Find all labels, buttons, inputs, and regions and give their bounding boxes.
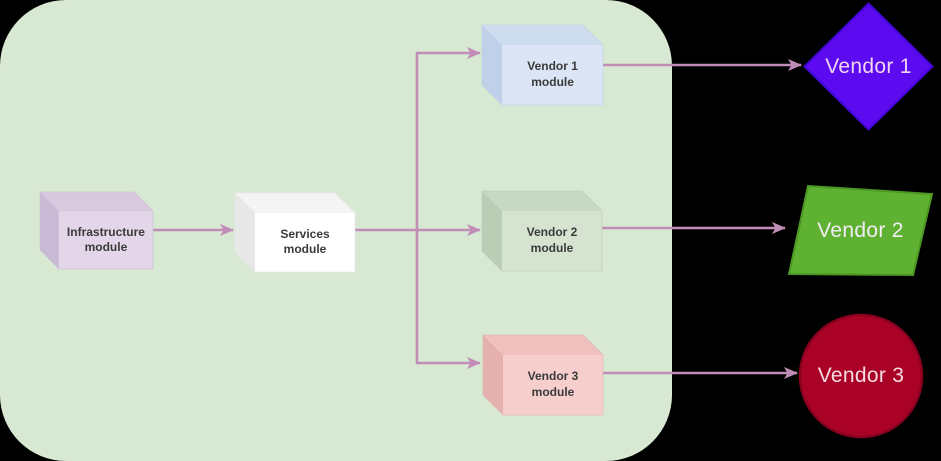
diamond-polygon [803,2,934,131]
vendor-3-node: Vendor 3 [798,313,924,439]
services-module-label: Services module [280,226,330,257]
cube-front-face [502,211,602,271]
cube-front-face [502,45,603,105]
cube-outline [39,191,154,270]
cube-top-face [482,191,602,211]
diamond-shape [803,2,934,131]
cube-side-face [482,191,502,271]
cube-outline [481,190,603,272]
services-module-node: Services module [234,192,356,273]
vendor-1-module-node: Vendor 1 module [481,24,604,106]
vendor-1-module-label: Vendor 1 module [527,59,578,89]
vendor-2-label: Vendor 2 [817,218,904,242]
vendor-2-module-label: Vendor 2 module [526,225,578,255]
infrastructure-module-label: Infrastructure module [66,224,145,255]
cube-side-face [483,335,503,415]
cube-front-face [503,355,603,415]
parallelogram-polygon [787,184,934,277]
cube-front-face [255,212,355,272]
cube-outline [234,192,356,273]
infrastructure-module-node: Infrastructure module [39,191,154,270]
cube-shape [234,192,356,273]
cube-shape [481,190,603,272]
cube-top-face [483,335,603,355]
cube-shape [481,24,604,106]
vendor-3-label: Vendor 3 [817,364,905,387]
circle-shape [798,313,924,439]
cube-side-face [235,193,255,272]
vendor-3-module-node: Vendor 3 module [482,334,604,416]
cube-top-face [40,192,153,212]
cube-top-face [482,25,603,45]
circle-element [798,313,924,439]
cube-shape [482,334,604,416]
vendor-2-module-node: Vendor 2 module [481,190,603,272]
cube-outline [482,334,604,416]
vendor-3-module-label: Vendor 3 module [527,369,579,399]
vendor-2-node: Vendor 2 [787,184,934,277]
cube-top-face [235,193,355,213]
parallelogram-shape [787,184,934,277]
cube-front-face [58,211,153,269]
vendor-1-label: Vendor 1 [825,54,912,78]
cube-outline [481,24,604,106]
vendor-1-node: Vendor 1 [803,2,934,131]
cube-shape [39,191,154,270]
cube-side-face [482,25,503,105]
cube-side-face [40,192,59,269]
